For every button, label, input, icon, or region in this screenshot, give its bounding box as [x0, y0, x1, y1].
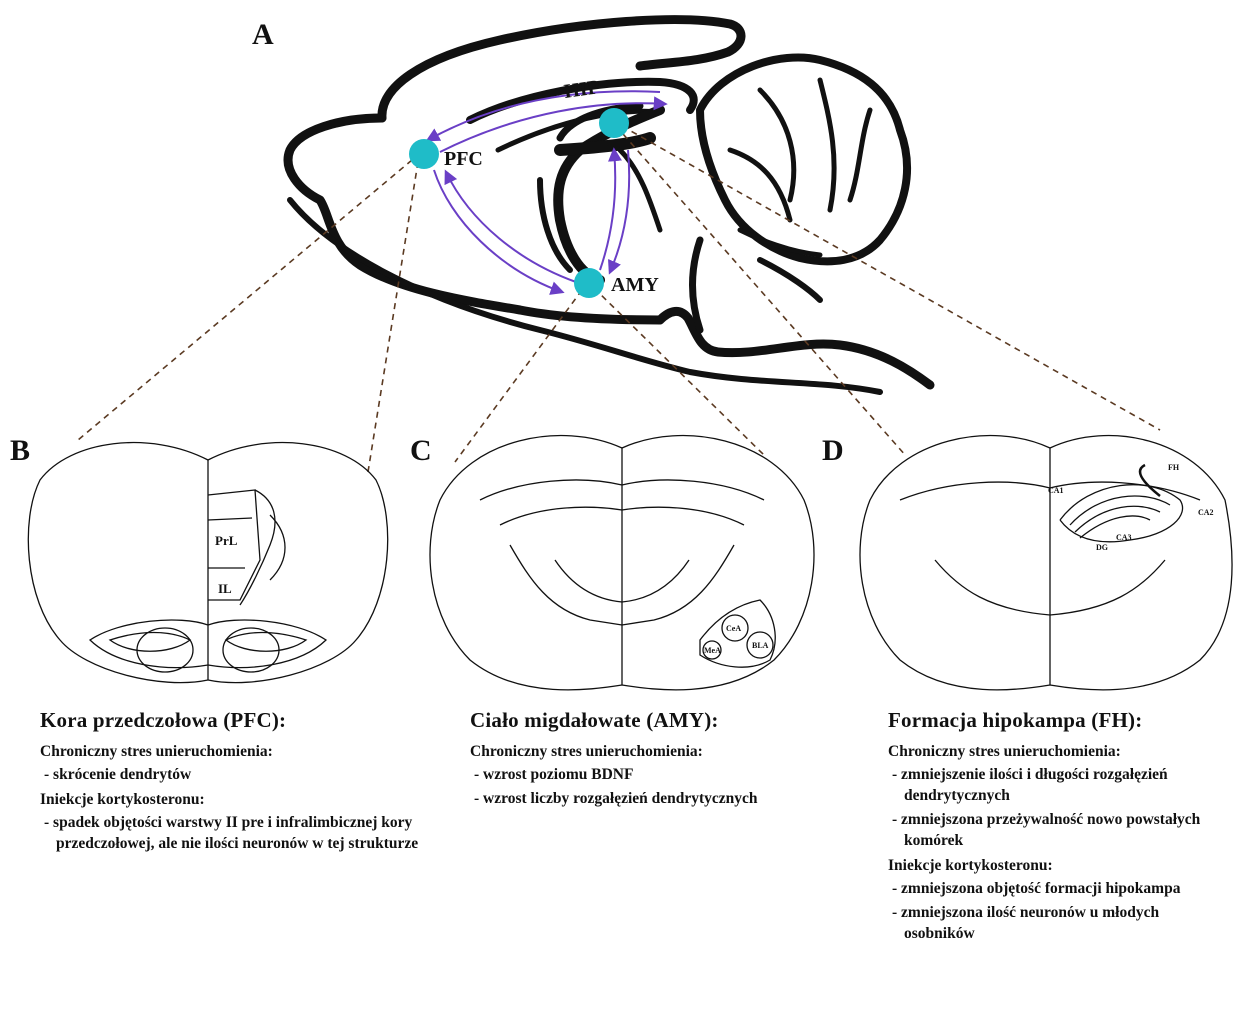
- hip-node: [599, 108, 629, 138]
- fh-heading-stress: Chroniczny stres unieruchomienia:: [888, 743, 1228, 761]
- panel-label-a: A: [252, 18, 274, 51]
- prl-label: PrL: [215, 533, 238, 548]
- cea-label: CeA: [726, 624, 741, 633]
- bla-label: BLA: [752, 641, 769, 650]
- list-item: skrócenie dendrytów: [40, 764, 420, 785]
- pfc-heading-cort: Iniekcje kortykosteronu:: [40, 791, 420, 809]
- il-label: IL: [218, 581, 232, 596]
- pfc-heading-stress: Chroniczny stres unieruchomienia:: [40, 743, 420, 761]
- pfc-label: PFC: [444, 148, 483, 170]
- ca1-label: CA1: [1048, 486, 1064, 495]
- fh-label: FH: [1168, 463, 1180, 472]
- fh-column: Formacja hipokampa (FH): Chroniczny stre…: [888, 708, 1228, 947]
- pfc-title: Kora przedczołowa (PFC):: [40, 708, 420, 733]
- fh-title: Formacja hipokampa (FH):: [888, 708, 1228, 733]
- list-item: spadek objętości warstwy II pre i infral…: [40, 812, 420, 854]
- list-item: wzrost liczby rozgałęzień dendrytycznych: [470, 788, 810, 809]
- ca2-label: CA2: [1198, 508, 1214, 517]
- pfc-node: [409, 139, 439, 169]
- list-item: wzrost poziomu BDNF: [470, 764, 810, 785]
- list-item: zmniejszona ilość neuronów u młodych oso…: [888, 902, 1228, 944]
- sagittal-brain-outline: [288, 20, 930, 392]
- hip-label: HIP: [563, 76, 601, 103]
- connection-lines: [78, 126, 1160, 472]
- mea-label: MeA: [704, 646, 721, 655]
- dg-label: DG: [1096, 543, 1108, 552]
- list-item: zmniejszenie ilości i długości rozgałęzi…: [888, 764, 1228, 806]
- ca3-label: CA3: [1116, 533, 1132, 542]
- hippocampus-section: [860, 436, 1232, 690]
- list-item: zmniejszona przeżywalność nowo powstałyc…: [888, 809, 1228, 851]
- amy-heading-stress: Chroniczny stres unieruchomienia:: [470, 743, 810, 761]
- amy-label: AMY: [611, 274, 659, 296]
- amy-node: [574, 268, 604, 298]
- panel-label-c: C: [410, 434, 432, 467]
- panel-label-b: B: [10, 434, 30, 467]
- list-item: zmniejszona objętość formacji hipokampa: [888, 878, 1228, 899]
- panel-label-d: D: [822, 434, 844, 467]
- amy-title: Ciało migdałowate (AMY):: [470, 708, 810, 733]
- pfc-column: Kora przedczołowa (PFC): Chroniczny stre…: [40, 708, 420, 857]
- amy-column: Ciało migdałowate (AMY): Chroniczny stre…: [470, 708, 810, 812]
- prefrontal-section: [28, 443, 387, 683]
- fh-heading-cort: Iniekcje kortykosteronu:: [888, 857, 1228, 875]
- amygdala-section: [430, 436, 814, 690]
